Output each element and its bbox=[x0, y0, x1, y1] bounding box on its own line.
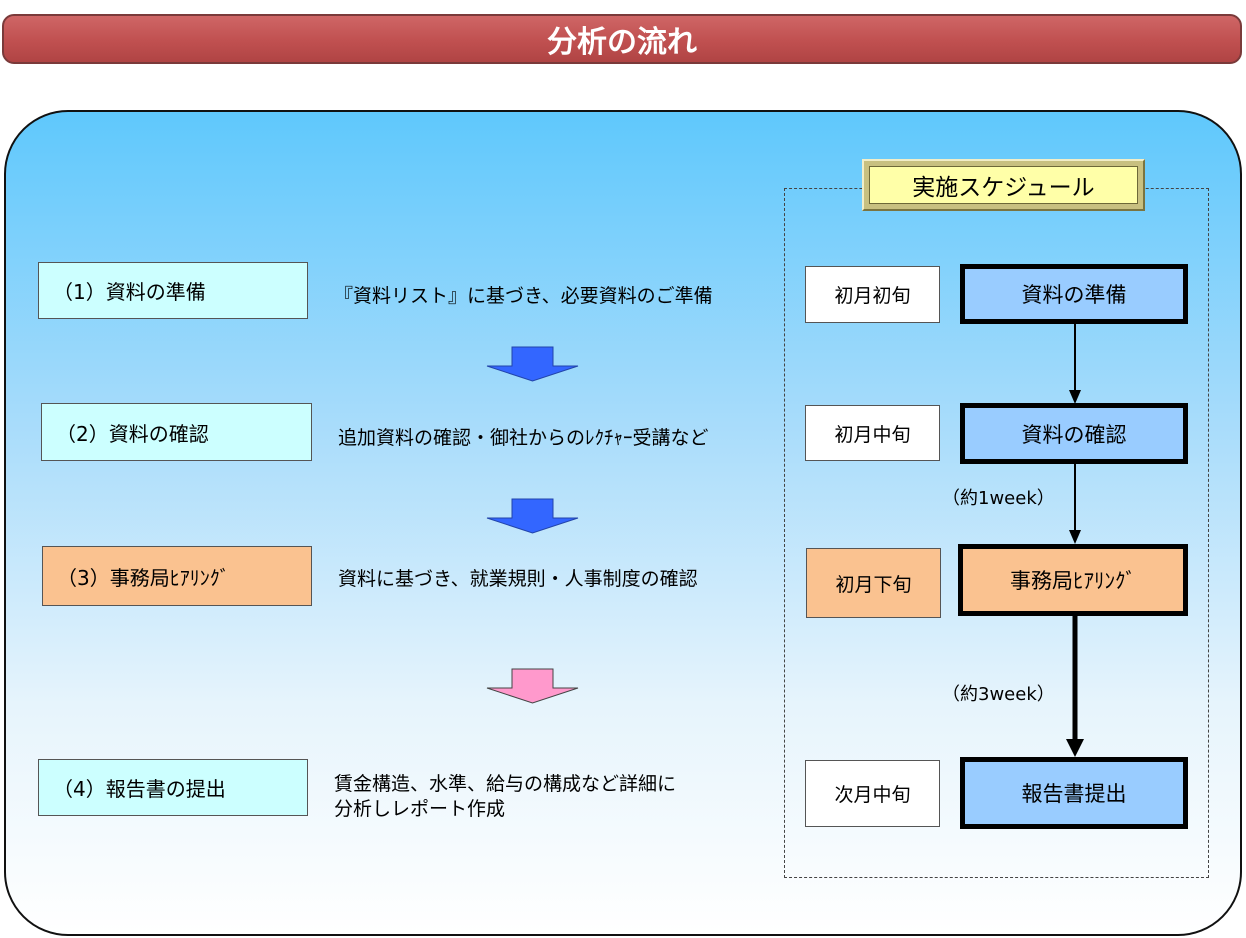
step-2-label: （2）資料の確認 bbox=[56, 421, 209, 446]
step-4-box: （4）報告書の提出 bbox=[38, 759, 308, 816]
task-box-4: 報告書提出 bbox=[960, 757, 1188, 829]
connector-arrow-icon bbox=[1069, 324, 1081, 404]
step-3-box: （3）事務局ﾋｱﾘﾝｸﾞ bbox=[42, 546, 312, 606]
connector-arrow-icon bbox=[1069, 464, 1081, 544]
step-3-label: （3）事務局ﾋｱﾘﾝｸﾞ bbox=[57, 565, 230, 590]
schedule-label-plate: 実施スケジュール bbox=[862, 159, 1145, 211]
timing-4: 次月中旬 bbox=[805, 760, 940, 827]
schedule-label: 実施スケジュール bbox=[869, 166, 1138, 204]
down-arrow-icon bbox=[486, 346, 579, 382]
duration-note-1: （約1week） bbox=[942, 488, 1055, 509]
down-arrow-icon bbox=[486, 498, 579, 534]
step-3-description: 資料に基づき、就業規則・人事制度の確認 bbox=[338, 568, 698, 590]
task-box-1: 資料の準備 bbox=[960, 264, 1188, 324]
step-1-description: 『資料リスト』に基づき、必要資料のご準備 bbox=[334, 285, 713, 307]
timing-3: 初月下旬 bbox=[806, 548, 941, 618]
step-4-description: 賃金構造、水準、給与の構成など詳細に 分析しレポート作成 bbox=[334, 773, 677, 820]
title-bar: 分析の流れ bbox=[2, 14, 1242, 64]
step-2-box: （2）資料の確認 bbox=[41, 403, 312, 461]
step-1-box: （1）資料の準備 bbox=[38, 262, 308, 319]
step-1-label: （1）資料の準備 bbox=[53, 280, 206, 304]
duration-note-2: （約3week） bbox=[942, 684, 1055, 705]
task-box-3: 事務局ﾋｱﾘﾝｸﾞ bbox=[958, 544, 1188, 616]
step-4-label: （4）報告書の提出 bbox=[53, 777, 226, 801]
timing-2: 初月中旬 bbox=[805, 405, 940, 461]
connector-arrow-icon bbox=[1066, 616, 1084, 757]
page-title: 分析の流れ bbox=[547, 25, 697, 60]
step-2-description: 追加資料の確認・御社からのﾚｸﾁｬｰ受講など bbox=[338, 427, 709, 449]
down-arrow-icon bbox=[486, 668, 579, 704]
timing-1: 初月初旬 bbox=[805, 266, 940, 323]
task-box-2: 資料の確認 bbox=[960, 403, 1188, 464]
